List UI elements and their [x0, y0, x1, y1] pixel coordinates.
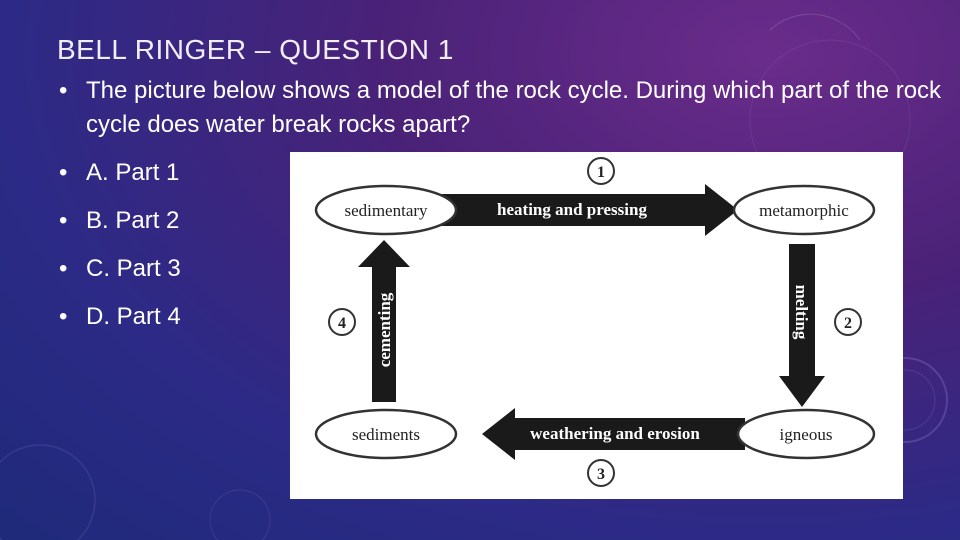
answer-option-c: C. Part 3	[57, 252, 947, 286]
metamorphic-label: metamorphic	[759, 201, 849, 220]
part-3-number: 3	[597, 466, 605, 483]
part-2-number: 2	[844, 315, 852, 332]
answer-option-d: D. Part 4	[57, 300, 947, 334]
answer-option-b: B. Part 2	[57, 204, 947, 238]
sediments-node: sediments	[314, 408, 458, 460]
slide-title: BELL RINGER – QUESTION 1	[57, 34, 454, 65]
igneous-node: igneous	[736, 408, 876, 460]
top-process-label: heating and pressing	[497, 200, 647, 219]
part-4-number: 4	[338, 315, 346, 332]
igneous-label: igneous	[780, 425, 833, 444]
part-4-marker: 4	[328, 308, 356, 336]
bottom-process-arrow	[482, 408, 745, 460]
part-2-marker: 2	[834, 308, 862, 336]
part-3-marker: 3	[587, 459, 615, 487]
rock-cycle-diagram: heating and pressing melting weathering …	[290, 152, 903, 499]
right-process-arrow	[779, 244, 825, 407]
answer-option-a: A. Part 1	[57, 156, 947, 190]
sedimentary-label: sedimentary	[344, 201, 428, 220]
bullet-list: The picture below shows a model of the r…	[57, 74, 947, 334]
question-text: The picture below shows a model of the r…	[57, 74, 946, 142]
part-1-number: 1	[597, 164, 605, 181]
left-process-arrow	[358, 240, 410, 402]
top-process-arrow	[440, 184, 738, 236]
sediments-label: sediments	[352, 425, 420, 444]
bottom-process-label: weathering and erosion	[530, 424, 700, 443]
right-process-label: melting	[792, 285, 811, 340]
part-1-marker: 1	[587, 157, 615, 185]
metamorphic-node: metamorphic	[732, 184, 876, 236]
sedimentary-node: sedimentary	[314, 184, 458, 236]
left-process-label: cementing	[375, 292, 394, 367]
